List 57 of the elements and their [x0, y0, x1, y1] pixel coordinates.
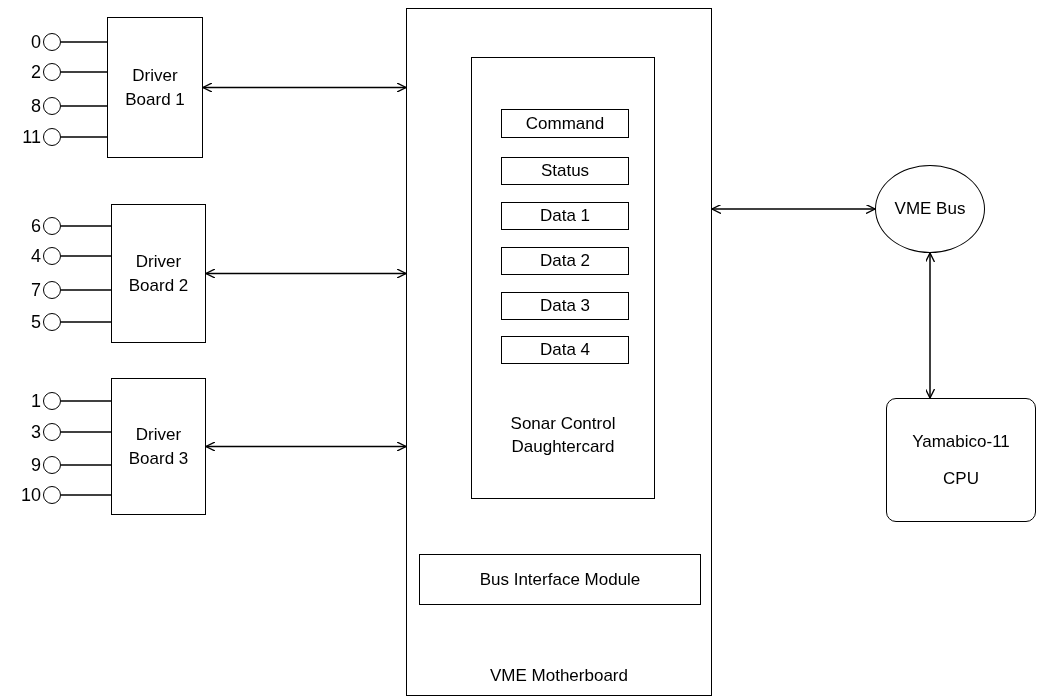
module-box [501, 109, 629, 138]
node-label: CPU [943, 468, 979, 490]
connector-line [60, 41, 108, 43]
sensor-number: 1 [31, 392, 41, 410]
module-box [419, 554, 701, 605]
driver-board-box [111, 378, 206, 515]
arrow [711, 203, 876, 215]
connector-line [60, 321, 112, 323]
node-label: Driver Board 1 [124, 65, 186, 111]
node-label: Command [525, 112, 605, 135]
node-label: Data 2 [539, 250, 591, 273]
node-label: Sonar Control Daughtercard [509, 413, 617, 459]
sensor-number: 11 [22, 128, 41, 146]
connector-line [60, 225, 112, 227]
sensor-number: 10 [20, 486, 41, 504]
node-label: Data 3 [539, 295, 591, 318]
sensor-number: 0 [31, 33, 41, 51]
sensor-number: 7 [31, 281, 41, 299]
sensor-number: 9 [31, 456, 41, 474]
cpu-box [886, 398, 1036, 522]
node-label: Driver Board 2 [127, 251, 190, 297]
driver-board-box [111, 204, 206, 343]
sensor-number: 2 [31, 63, 41, 81]
connector-line [60, 255, 112, 257]
sensor-number: 8 [31, 97, 41, 115]
connector-line [60, 494, 112, 496]
node-label: Yamabico-11 [912, 430, 1010, 453]
connector-line [60, 136, 108, 138]
connector-line [60, 105, 108, 107]
daughtercard-box [471, 57, 655, 499]
sensor-number: 4 [31, 247, 41, 265]
node-label: Status [540, 160, 590, 183]
arrow [202, 82, 407, 93]
connector-line [60, 71, 108, 73]
motherboard-box [406, 8, 712, 696]
sensor-number: 3 [31, 423, 41, 441]
sensor-number: 6 [31, 217, 41, 235]
module-box [501, 247, 629, 275]
arrow [205, 441, 407, 452]
arrow [924, 252, 936, 399]
connector-line [60, 400, 112, 402]
node-label: Bus Interface Module [479, 568, 641, 591]
module-box [501, 336, 629, 364]
driver-board-box [107, 17, 203, 158]
module-box [501, 292, 629, 320]
node-label: VME Bus [894, 198, 966, 221]
module-box [501, 202, 629, 230]
module-box [501, 157, 629, 185]
node-label: Data 1 [539, 205, 591, 228]
node-label: Driver Board 3 [127, 424, 190, 470]
node-label: VME Motherboard [489, 664, 629, 687]
connector-line [60, 431, 112, 433]
node-label: Data 4 [539, 339, 591, 362]
arrow [205, 268, 407, 279]
connector-line [60, 464, 112, 466]
sensor-number: 5 [31, 313, 41, 331]
connector-line [60, 289, 112, 291]
